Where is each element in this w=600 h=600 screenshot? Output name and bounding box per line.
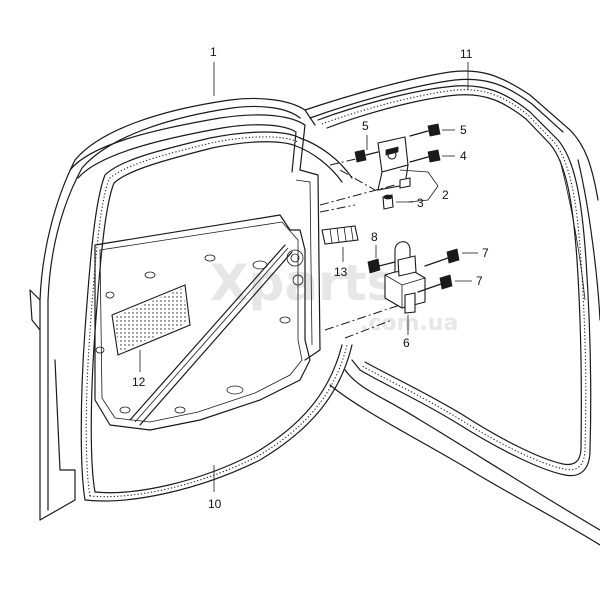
watermark: Xparts .com.ua — [210, 254, 458, 336]
watermark-domain: .com.ua — [360, 311, 458, 336]
door-seal-door — [80, 131, 353, 502]
label-6: 6 — [403, 336, 410, 350]
label-2: 2 — [442, 188, 449, 202]
upper-hinge — [377, 136, 411, 191]
label-5-right: 5 — [460, 123, 467, 137]
part-labels: 1 11 5 5 4 2 3 8 7 7 13 6 12 10 — [132, 45, 489, 511]
bolt-8 — [367, 258, 396, 274]
label-4: 4 — [460, 149, 467, 163]
lower-hinge — [384, 241, 426, 314]
bolts-7 — [417, 248, 460, 293]
insulation-pad — [111, 284, 191, 356]
door-shell — [29, 97, 321, 521]
bolts-5 — [354, 123, 441, 163]
label-1: 1 — [210, 45, 217, 59]
label-3: 3 — [417, 196, 424, 210]
label-8: 8 — [371, 230, 378, 244]
hinge-pin — [382, 194, 394, 210]
watermark-brand: Xparts — [210, 254, 396, 312]
label-13: 13 — [334, 265, 348, 279]
grommet — [321, 225, 359, 245]
label-5-left: 5 — [362, 119, 369, 133]
label-11: 11 — [460, 47, 473, 61]
label-10: 10 — [208, 497, 222, 511]
body-door-opening — [304, 70, 600, 546]
bolt-4 — [409, 149, 441, 163]
leader-lines — [139, 62, 478, 492]
label-7-upper: 7 — [482, 246, 489, 260]
door-seal-body — [317, 85, 592, 477]
label-12: 12 — [132, 375, 146, 389]
label-7-lower: 7 — [476, 274, 483, 288]
assembly-lines — [319, 157, 401, 339]
